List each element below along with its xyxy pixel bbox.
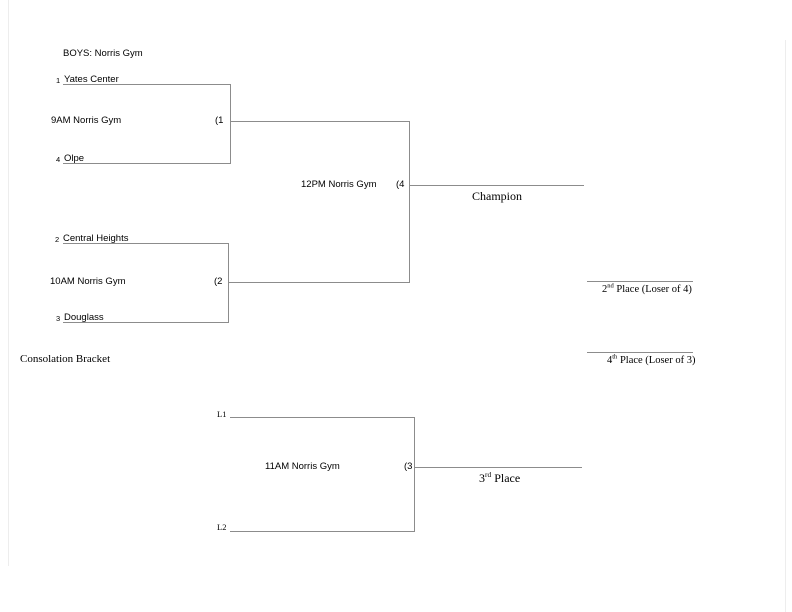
game1-bottom-slot-line: [63, 163, 230, 164]
game1-top-slot-line: [63, 84, 230, 85]
seed-number-1: 1: [56, 76, 61, 85]
team-central-heights: Central Heights: [63, 233, 129, 244]
game2-winner-line: [228, 282, 409, 283]
game2-number: (2: [214, 276, 223, 287]
second-place-rest: Place (Loser of 4): [613, 284, 692, 295]
third-place-num: 3: [479, 471, 485, 485]
fourth-place-label: 4th Place (Loser of 3): [607, 353, 696, 366]
page-title: BOYS: Norris Gym: [63, 48, 143, 59]
fourth-place-ordinal: th: [612, 353, 618, 361]
game3-time: 11AM Norris Gym: [265, 461, 340, 472]
second-place-label: 2nd Place (Loser of 4): [602, 282, 692, 295]
game2-top-slot-line: [63, 243, 228, 244]
second-place-line: [587, 281, 693, 282]
champion-line: [409, 185, 584, 186]
team-l1: L1: [217, 409, 227, 419]
team-douglass: Douglass: [64, 312, 104, 323]
game2-bracket-vline: [228, 243, 229, 323]
game1-winner-line: [230, 121, 409, 122]
fourth-place-num: 4: [607, 355, 613, 366]
second-place-ordinal: nd: [607, 282, 614, 290]
game1-time: 9AM Norris Gym: [51, 115, 122, 126]
champion-label: Champion: [472, 189, 522, 203]
team-l2: L2: [217, 522, 227, 532]
game4-number: (4: [396, 179, 405, 190]
third-place-ordinal: rd: [485, 470, 492, 479]
third-place-label: 3rd Place: [479, 470, 521, 485]
team-yates-center: Yates Center: [64, 74, 119, 85]
final-bracket-vline: [409, 121, 410, 283]
seed-number-4: 4: [56, 155, 61, 164]
game3-top-slot-line: [230, 417, 414, 418]
seed-number-3: 3: [56, 314, 61, 323]
game2-bottom-slot-line: [63, 322, 228, 323]
team-olpe: Olpe: [64, 153, 85, 164]
second-place-num: 2: [602, 284, 608, 295]
page-right-edge: [785, 40, 786, 612]
fourth-place-line: [587, 352, 693, 353]
game3-number: (3: [404, 461, 413, 472]
game3-bracket-vline: [414, 417, 415, 532]
game4-time: 12PM Norris Gym: [301, 179, 377, 190]
third-place-rest: Place: [491, 471, 521, 485]
page-left-edge: [8, 0, 9, 566]
game3-bottom-slot-line: [230, 531, 414, 532]
game2-time: 10AM Norris Gym: [50, 276, 126, 287]
game1-bracket-vline: [230, 84, 231, 164]
fourth-place-rest: Place (Loser of 3): [617, 355, 696, 366]
game1-number: (1: [215, 115, 224, 126]
third-place-line: [414, 467, 582, 468]
consolation-title: Consolation Bracket: [20, 353, 111, 365]
seed-number-2: 2: [55, 235, 60, 244]
